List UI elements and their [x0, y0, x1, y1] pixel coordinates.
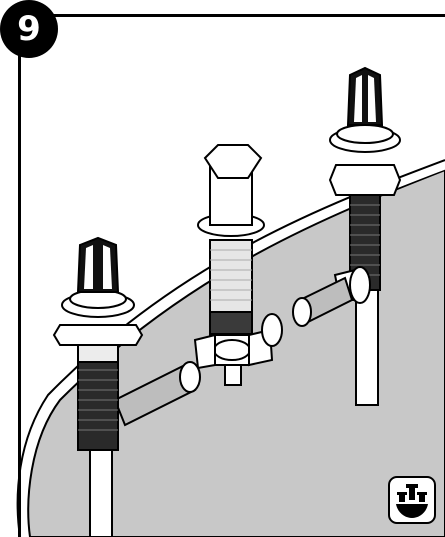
right-valve — [328, 66, 402, 406]
hose-right — [292, 276, 354, 327]
illustration-frame — [18, 14, 445, 537]
center-spout — [193, 144, 283, 386]
deck-mount-icon — [388, 476, 436, 524]
left-valve — [52, 236, 144, 537]
step-number: 9 — [17, 9, 41, 49]
step-number-badge: 9 — [0, 0, 58, 58]
hose-left — [113, 361, 201, 427]
